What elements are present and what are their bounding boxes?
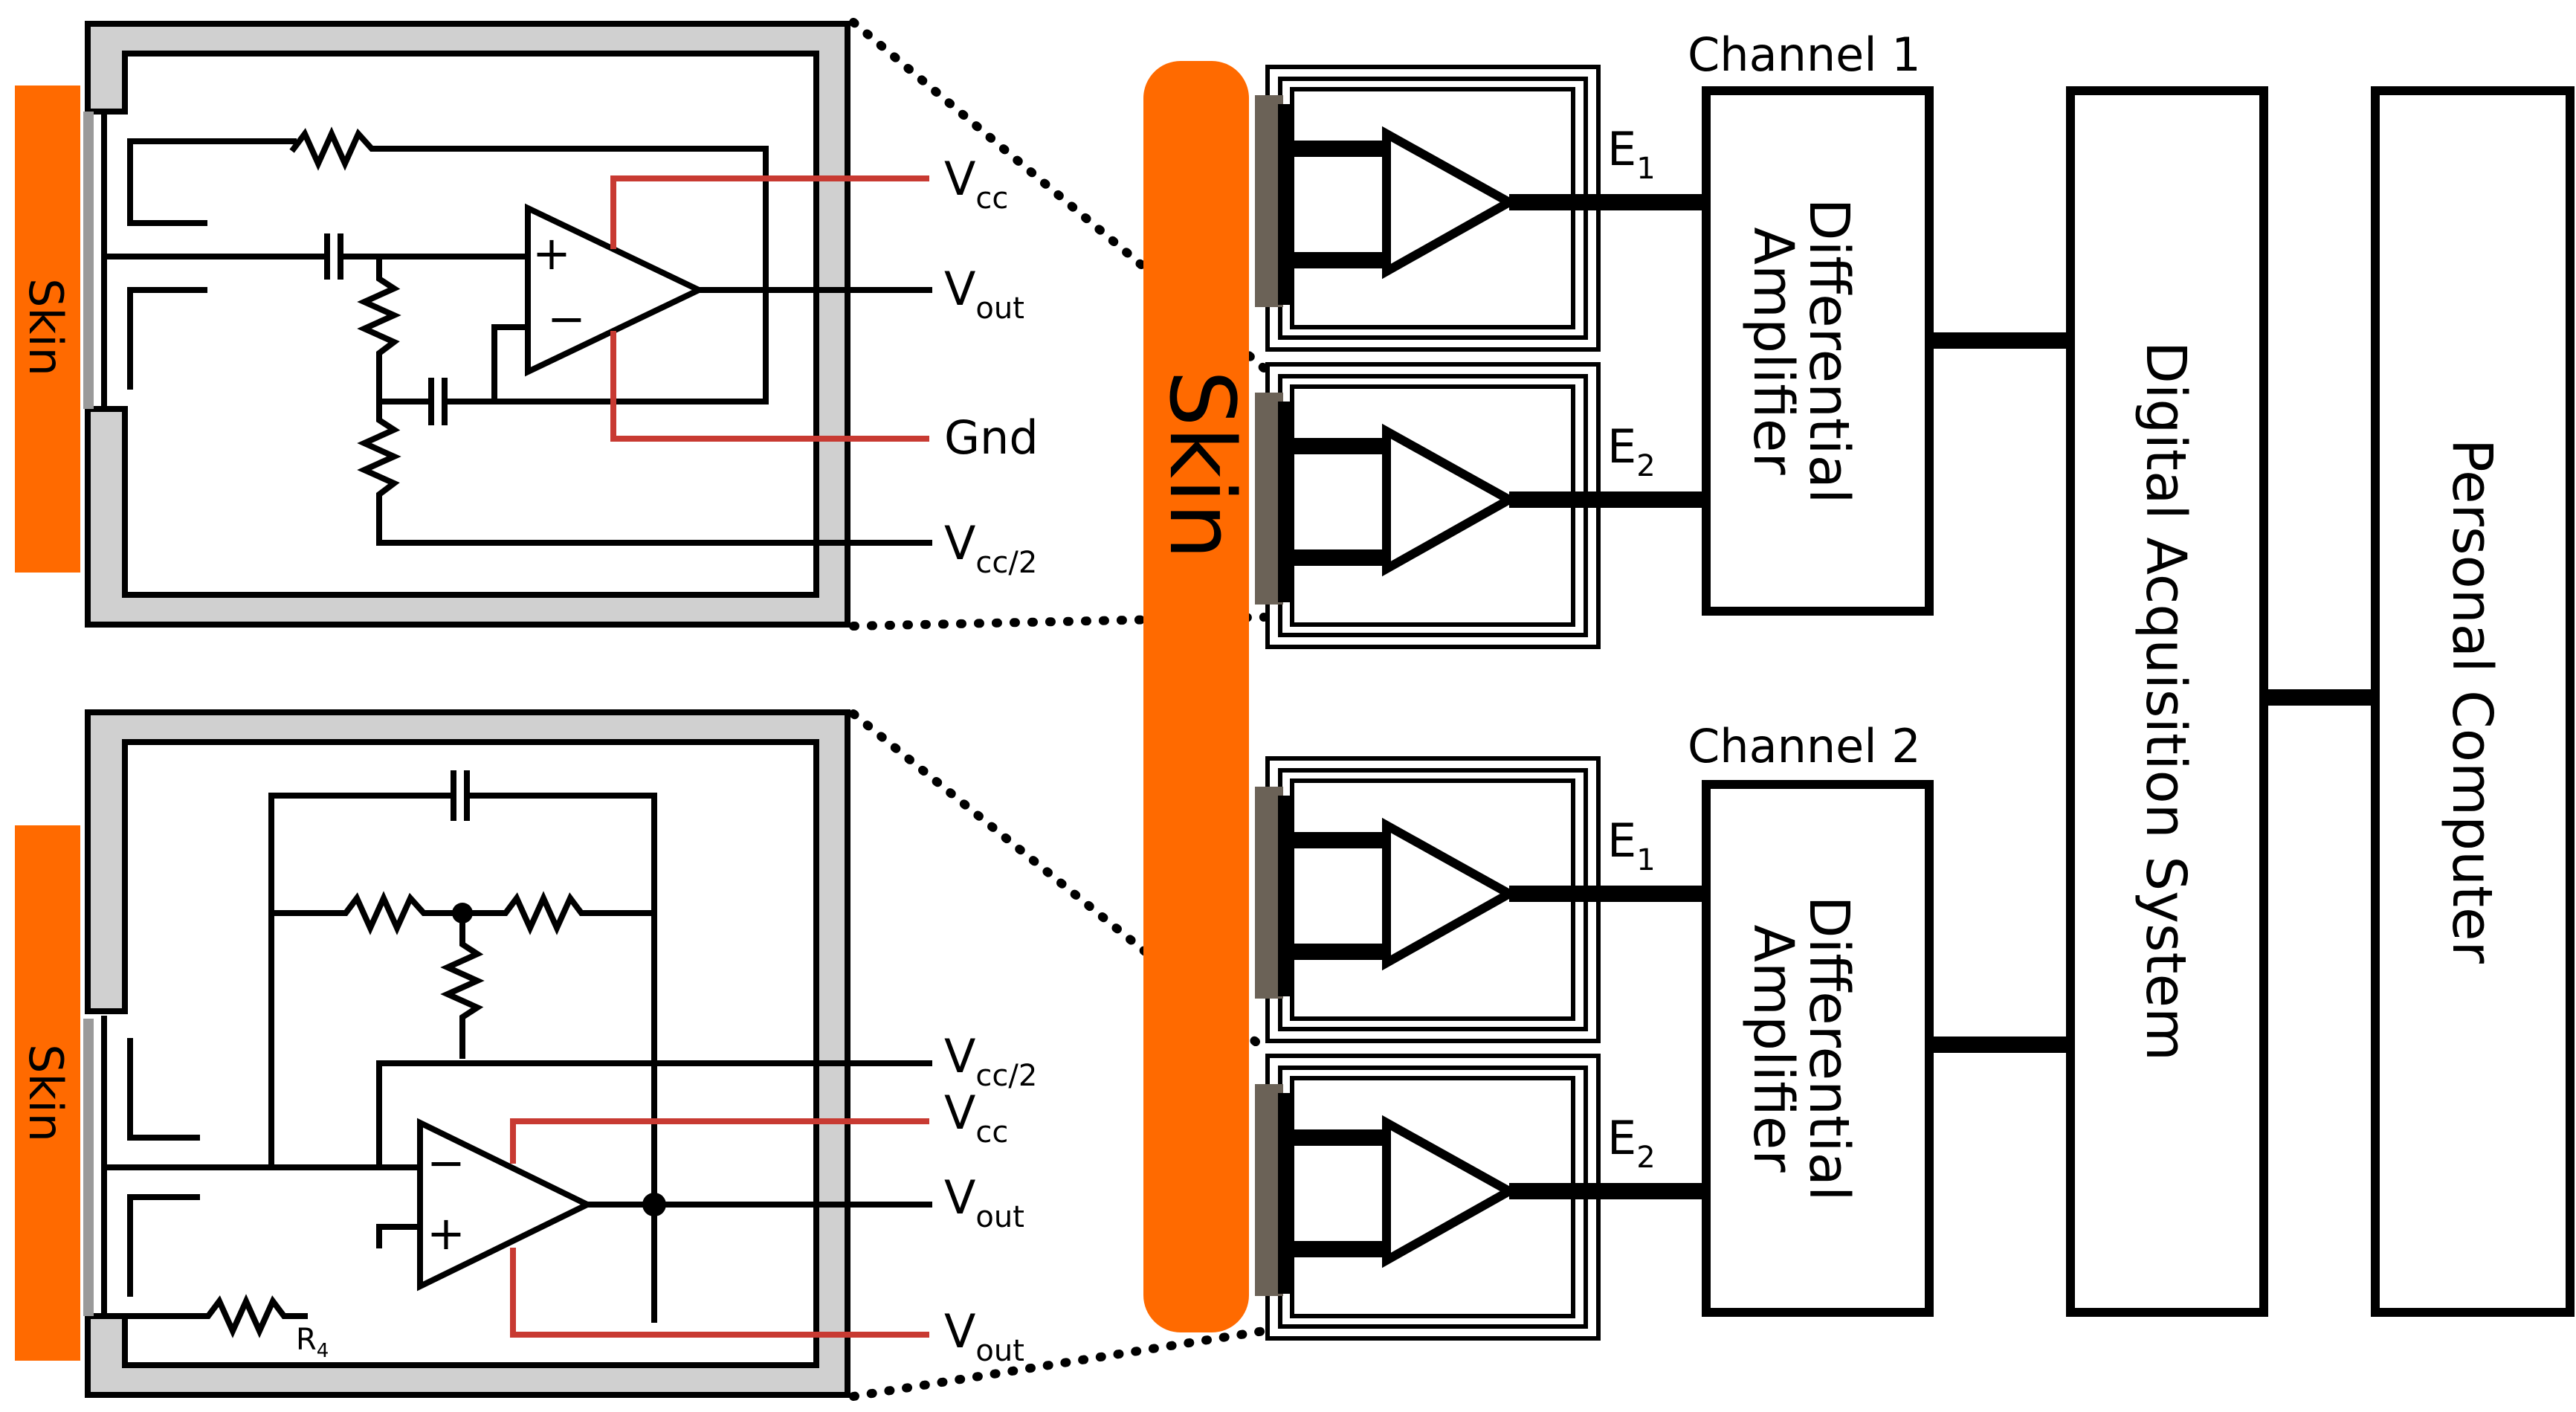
electrode-modules bbox=[1255, 65, 1702, 1341]
daq-box bbox=[2066, 86, 2268, 1317]
pin-bottom-vcc: Vcc bbox=[944, 1086, 1008, 1150]
electrode-plate-bottom bbox=[83, 1019, 94, 1316]
enclosure-inner-bottom bbox=[122, 739, 819, 1368]
electrode-plate-top bbox=[83, 112, 94, 409]
skin-bar-bottom-circuit bbox=[15, 825, 80, 1361]
pin-top-vout: Vout bbox=[944, 262, 1024, 326]
electrode-module-ch2-e2 bbox=[1255, 1054, 1702, 1341]
diff-amp-ch2-line2: Amplifier bbox=[1741, 924, 1805, 1173]
circuit-bottom: Skin − + R4 Vcc/2 Vcc bbox=[15, 709, 1037, 1398]
opamp-bottom bbox=[417, 1118, 595, 1292]
electrode-label-ch2-e2: E2 bbox=[1607, 1111, 1656, 1175]
diff-amp-ch1-line1: Differential bbox=[1797, 199, 1861, 504]
opamp-plus-top: + bbox=[532, 226, 571, 280]
skin-bar-central bbox=[1143, 61, 1249, 1332]
electrode-label-ch1-e2: E2 bbox=[1607, 419, 1656, 483]
diff-amp-ch2 bbox=[1702, 780, 1934, 1317]
pc-box bbox=[2371, 86, 2575, 1317]
enclosure-inner-top bbox=[122, 51, 819, 598]
pin-top-vcc2: Vcc/2 bbox=[944, 516, 1037, 580]
diff-amp-ch1 bbox=[1702, 86, 1934, 616]
r4-label: R4 bbox=[296, 1323, 329, 1362]
opamp-minus-bottom: − bbox=[427, 1135, 465, 1190]
pin-bottom-vout-2: Vout bbox=[944, 1304, 1024, 1368]
diff-amp-ch2-line1: Differential bbox=[1797, 896, 1861, 1202]
electrode-module-ch2-e1 bbox=[1255, 756, 1702, 1043]
pin-bottom-vout: Vout bbox=[944, 1170, 1024, 1234]
circuit-top: Skin + − Vcc bbox=[15, 21, 1039, 628]
skin-label-top-circuit: Skin bbox=[19, 278, 73, 376]
skin-label-bottom-circuit: Skin bbox=[19, 1044, 73, 1142]
electrode-label-ch2-e1: E1 bbox=[1607, 813, 1656, 877]
channel-2-title: Channel 2 bbox=[1688, 719, 1921, 773]
opamp-minus-top: − bbox=[547, 291, 586, 346]
channel-1-title: Channel 1 bbox=[1688, 28, 1921, 82]
diff-amp-ch1-line2: Amplifier bbox=[1741, 227, 1805, 475]
pc-label: Personal Computer bbox=[2440, 439, 2504, 964]
electrode-module-ch1-e1 bbox=[1255, 65, 1702, 352]
opamp-plus-bottom: + bbox=[427, 1206, 465, 1260]
skin-label-central: Skin bbox=[1149, 370, 1253, 559]
pin-top-vcc: Vcc bbox=[944, 152, 1008, 216]
daq-label: Digital Acquisition System bbox=[2134, 341, 2198, 1061]
electrode-label-ch1-e1: E1 bbox=[1607, 122, 1656, 186]
pin-bottom-vcc2: Vcc/2 bbox=[944, 1029, 1037, 1093]
electrode-module-ch1-e2 bbox=[1255, 362, 1702, 649]
skin-bar-top-circuit bbox=[15, 86, 80, 573]
pin-top-gnd: Gnd bbox=[944, 410, 1039, 465]
